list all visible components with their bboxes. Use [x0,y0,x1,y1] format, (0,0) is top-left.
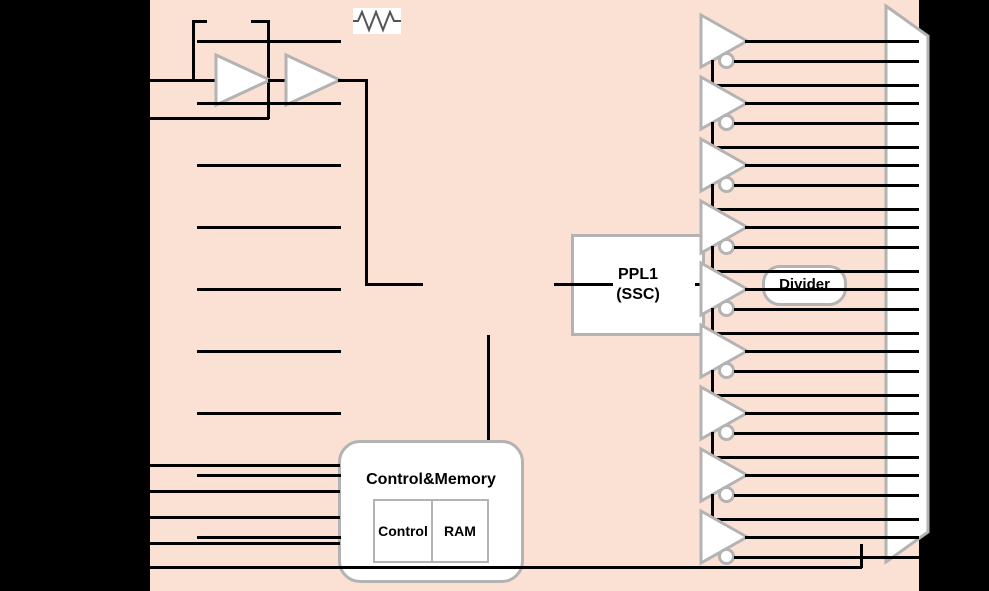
wire-buffer-4-comp-drop [711,246,714,272]
wire-fanout-to-buffer-4 [197,226,341,229]
wire-osc-amp-output [268,79,286,82]
wire-buffer-3-comp-base [711,208,919,211]
wire-feedback-left-riser [192,20,195,81]
wire-buffer-4-comp-base [711,270,919,273]
wire-buffer-6-out-comp [734,370,919,373]
wire-feedback-right-riser [267,20,270,82]
output-buffer-1-inverting-bubble [718,52,735,69]
output-buffer-4-inverting-bubble [718,238,735,255]
wire-pll-to-divider [554,283,613,286]
output-buffer-5-inverting-bubble [718,300,735,317]
wire-buffer-1-out-comp [734,60,919,63]
wire-fanout-to-buffer-2 [197,102,341,105]
wire-osc-to-pll-in [365,283,423,286]
wire-control-pin-4 [150,542,340,545]
wire-xout-riser [267,80,270,119]
wire-fanout-to-buffer-6 [197,350,341,353]
wire-buffer-1-out-true [745,40,919,43]
wire-fanout-to-buffer-8 [197,474,341,477]
wire-feedback-top-left [192,20,207,23]
wire-fanout-to-buffer-9 [197,536,341,539]
output-buffer-9-inverting-bubble [718,548,735,565]
wire-fanout-to-buffer-7 [197,412,341,415]
wire-buffer-5-comp-drop [711,308,714,334]
wire-buffer-5-out-true [745,288,919,291]
control-subblock[interactable]: Control [378,523,428,539]
wire-control-pin-1 [150,464,340,467]
wire-buffer-3-out-true [745,164,919,167]
control-memory-block[interactable]: Control&Memory Control RAM [338,440,524,583]
divider-label: Divider [779,276,830,294]
output-buffer-2-inverting-bubble [718,114,735,131]
wire-buffer-3-out-comp [734,184,919,187]
wire-feedback-top-right [251,20,269,23]
output-stage-amplifier-icon [283,52,343,108]
wire-control-pin-2 [150,490,340,493]
wire-buffer-6-comp-base [711,394,919,397]
wire-buffer-8-comp-base [711,518,919,521]
wire-buffer-2-out-true [745,102,919,105]
pll-label: PPL1 (SSC) [616,266,660,303]
output-buffer-8-inverting-bubble [718,486,735,503]
wire-xout-input [150,117,269,120]
wire-buffer-2-out-comp [734,122,919,125]
control-memory-subblocks: Control RAM [373,499,489,563]
wire-buffer-4-out-comp [734,246,919,249]
chip-die-area: PPL1 (SSC) Divider Control&Memory Contro… [150,0,930,591]
wire-buffer-9-comp-drop [860,544,863,568]
wire-buffer-7-out-true [745,412,919,415]
wire-osc-to-pll-drop [365,79,368,285]
wire-buffer-9-out-true [745,536,919,539]
feedback-resistor-icon [353,8,401,34]
wire-fanout-to-buffer-5 [197,288,341,291]
wire-buffer-4-out-true [745,226,919,229]
output-buffer-6-inverting-bubble [718,362,735,379]
ram-subblock[interactable]: RAM [431,501,487,561]
wire-buffer-5-comp-base [711,332,919,335]
wire-control-bottom-bus [150,566,862,569]
wire-control-pin-3 [150,516,340,519]
wire-fanout-to-buffer-3 [197,164,341,167]
wire-pll-to-control-drop [487,335,490,505]
wire-buffer-8-out-comp [734,494,919,497]
wire-buffer-8-out-true [745,474,919,477]
oscillator-amplifier-icon [213,52,273,108]
output-buffer-7-inverting-bubble [718,424,735,441]
wire-buffer-3-comp-drop [711,184,714,210]
wire-buffer-1-comp-base [711,84,919,87]
wire-fanout-to-buffer-1 [197,40,341,43]
clock-distribution-mux-block[interactable] [880,0,935,575]
wire-buffer-1-comp-drop [711,60,714,86]
wire-buffer-2-comp-base [711,146,919,149]
wire-buffer-7-comp-base [711,456,919,459]
wire-buffer-9-out-comp [734,556,919,559]
wire-buffer-2-comp-drop [711,122,714,148]
wire-buffer-6-comp-drop [711,370,714,396]
wire-buffer-7-out-comp [734,432,919,435]
control-memory-title: Control&Memory [366,471,496,488]
wire-buffer-6-out-true [745,350,919,353]
wire-xin-input [150,79,222,82]
wire-buffer-7-comp-drop [711,432,714,458]
wire-buffer-5-out-comp [734,308,919,311]
output-buffer-3-inverting-bubble [718,176,735,193]
wire-osc-to-pll-top [338,79,367,82]
wire-buffer-8-comp-drop [711,494,714,520]
